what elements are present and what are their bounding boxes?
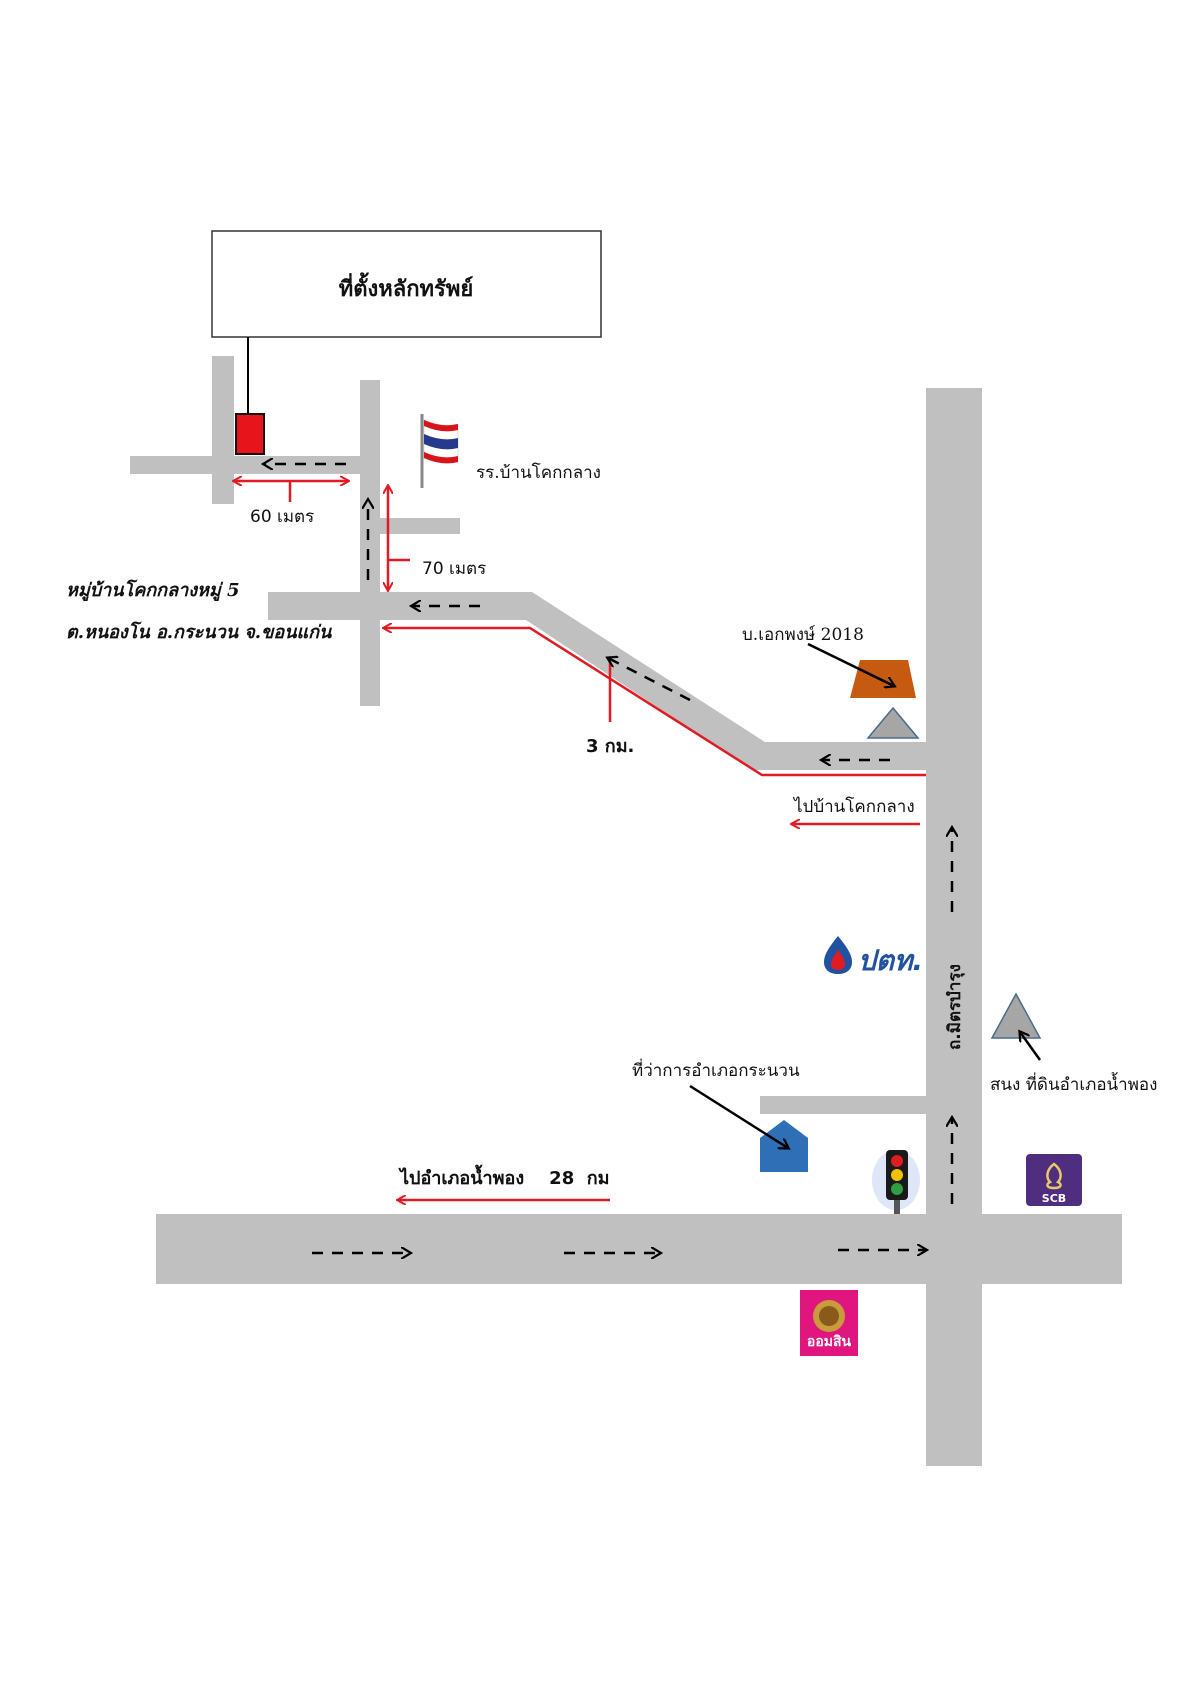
road-name-label: ถ.มิตรบำรุง — [945, 964, 965, 1050]
road-property-horizontal — [130, 456, 360, 474]
road-district-office-spur — [760, 1096, 926, 1114]
gsb-logo-icon: ออมสิน — [800, 1290, 858, 1356]
title-text: ที่ตั้งหลักทรัพย์ — [339, 272, 474, 302]
company-pointer-line — [807, 642, 894, 686]
ptt-logo-text: ปตท. — [858, 944, 923, 977]
road-mitrbamrung — [926, 388, 982, 1466]
label-60m: 60 เมตร — [250, 507, 314, 527]
label-district-office: ที่ว่าการอำเภอกระนวน — [632, 1058, 800, 1081]
label-village-line1: หมู่บ้านโคกกลางหมู่ 5 — [66, 579, 240, 602]
label-3km: 3 กม. — [586, 736, 634, 757]
road-village-vertical — [360, 380, 380, 706]
triangle-stadium-icon — [990, 992, 1042, 1039]
road-diagonal — [268, 592, 926, 770]
label-stadium: สนง ที่ดินอำเภอน้ำพอง — [990, 1072, 1157, 1095]
direction-arrows — [264, 464, 952, 1253]
route — [234, 481, 926, 1200]
triangle-upper-icon — [866, 706, 920, 739]
label-village-line2: ต.หนองโน อ.กระนวน จ.ขอนแก่น — [66, 621, 333, 643]
dash-arrow-7 — [608, 658, 691, 702]
traffic-light-icon — [872, 1150, 920, 1214]
label-school: รร.บ้านโคกกลาง — [476, 462, 601, 483]
ptt-logo-icon: ปตท. — [824, 936, 923, 977]
label-to-namphong: ไปอำเภอน้ำพอง 28 กม — [398, 1164, 610, 1189]
thai-flag-icon — [420, 414, 459, 488]
property-marker — [235, 413, 265, 455]
scb-logo-text: SCB — [1042, 1192, 1066, 1205]
labels: 60 เมตร 70 เมตร 3 กม. รร.บ้านโคกกลาง หมู… — [66, 462, 1157, 1189]
label-company: บ.เอกพงษ์ 2018 — [742, 625, 864, 645]
route-main-red — [384, 628, 926, 777]
district-office-pointer-line — [689, 1084, 788, 1148]
label-to-village: ไปบ้านโคกกลาง — [792, 796, 915, 817]
scb-logo-icon: SCB — [1026, 1154, 1082, 1206]
title-box: ที่ตั้งหลักทรัพย์ — [211, 230, 602, 338]
road-school-spur — [380, 518, 460, 534]
company-icon — [850, 660, 916, 698]
road-property-vertical — [212, 356, 234, 504]
gsb-logo-text: ออมสิน — [807, 1334, 852, 1350]
roads — [130, 356, 1122, 1466]
stadium-pointer-line — [1020, 1032, 1042, 1061]
label-70m: 70 เมตร — [422, 559, 486, 579]
